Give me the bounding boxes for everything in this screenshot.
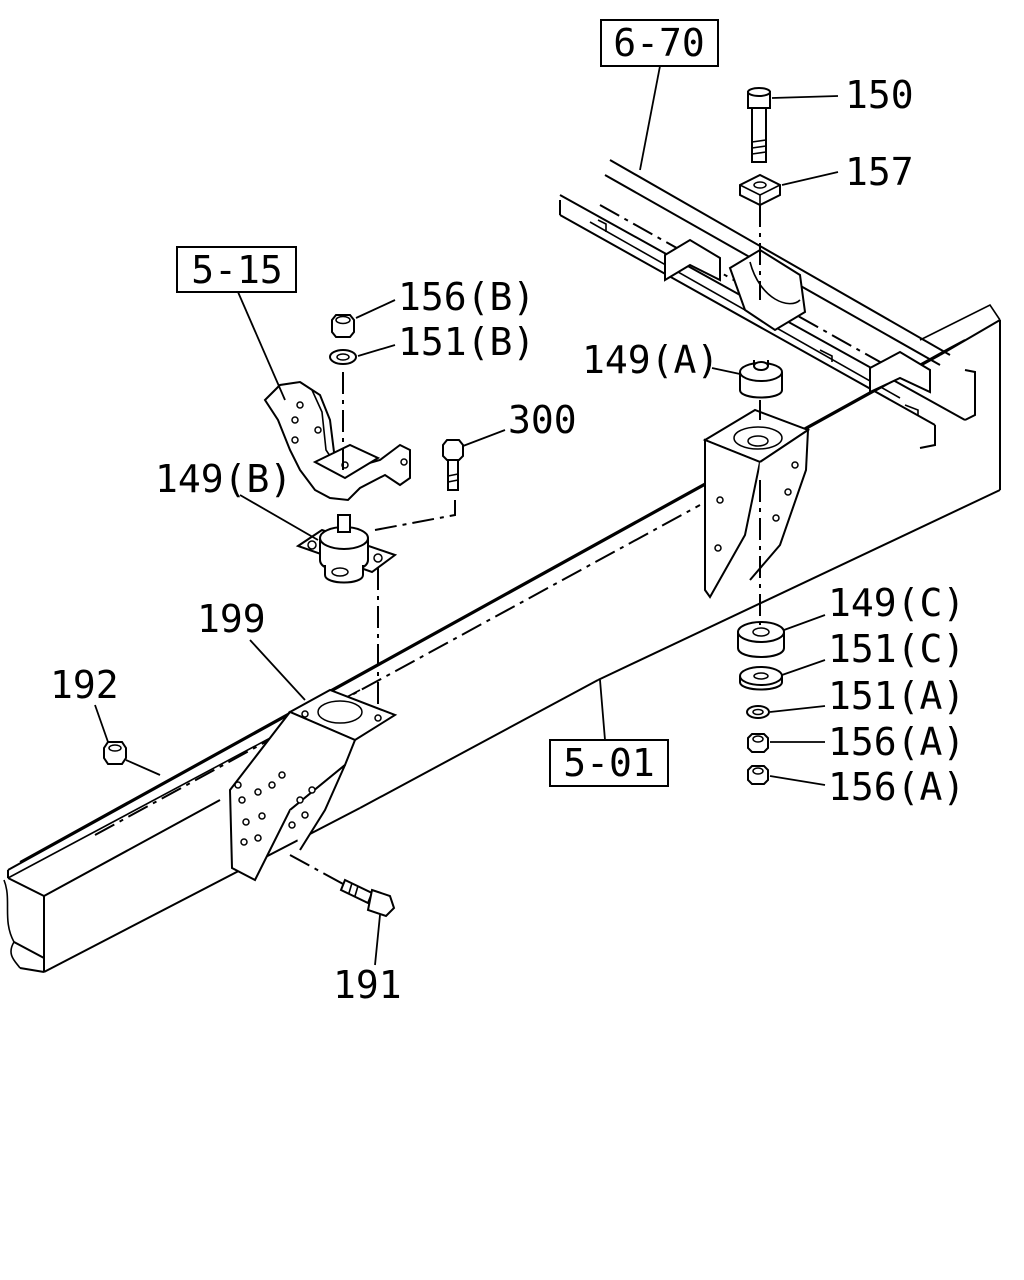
engine-bracket-5-15 [263,380,411,502]
label-191: 191 [333,963,402,1007]
leader-lines [94,65,839,966]
washer-151c [739,666,783,691]
nut-156a-2 [747,765,769,785]
label-156a-1: 156(A) [828,720,965,764]
label-149c: 149(C) [828,581,965,625]
label-199: 199 [197,597,266,641]
svg-text:6-70: 6-70 [613,21,705,65]
mount-rubber-149b [295,514,398,584]
mount-rubber-149c [737,621,785,658]
washer-151a [746,705,770,719]
frame-bracket-199 [228,688,398,882]
upper-frame [559,159,976,449]
right-bracket [702,408,811,599]
svg-text:5-01: 5-01 [563,741,655,785]
label-300: 300 [508,398,577,442]
washer-157 [739,173,781,207]
label-156b: 156(B) [398,275,535,319]
bolt-150 [747,87,771,163]
ref-box-5-15: 5-15 [176,246,297,293]
nut-156b [331,314,355,338]
bolt-300 [442,439,464,491]
mount-rubber-149a [739,360,783,399]
nut-156a-1 [747,733,769,753]
label-156a-2: 156(A) [828,765,965,809]
bolt-191 [339,878,396,918]
label-149b: 149(B) [155,457,292,501]
label-151c: 151(C) [828,627,965,671]
svg-text:5-15: 5-15 [191,248,283,292]
left-centerline-3 [374,500,456,531]
nut-192 [103,741,127,765]
label-151a: 151(A) [828,674,965,718]
label-151b: 151(B) [398,320,535,364]
ref-box-6-70: 6-70 [600,19,719,67]
label-192: 192 [50,663,119,707]
label-149a: 149(A) [582,338,719,382]
ref-box-5-01: 5-01 [549,739,669,787]
washer-151b [329,349,357,365]
label-150: 150 [845,73,914,117]
label-157: 157 [845,150,914,194]
bottom-centerline [289,854,346,886]
